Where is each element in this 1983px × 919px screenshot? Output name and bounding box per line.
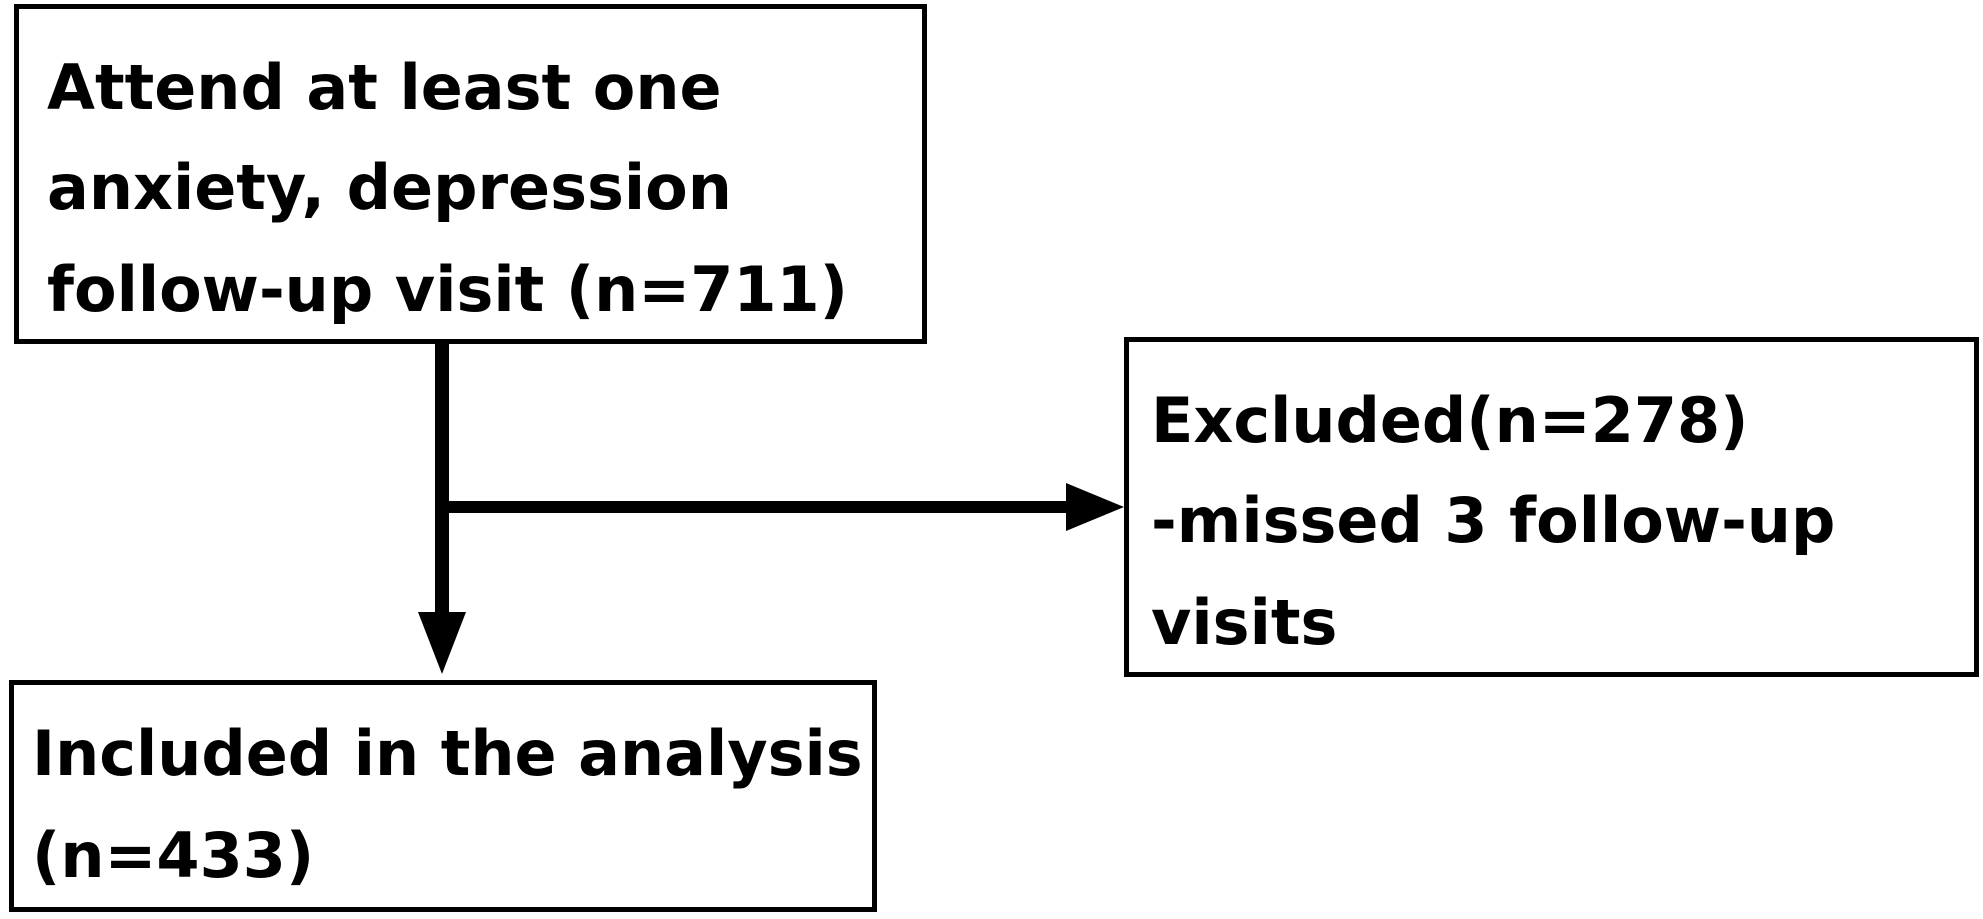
enrolled-text-line-3: follow-up visit (n=711) [47, 253, 849, 326]
included-text-line-1: Included in the analysis [32, 717, 863, 790]
enrolled-box: Attend at least one anxiety, depression … [14, 4, 927, 344]
enrolled-text-line-2: anxiety, depression [47, 151, 732, 224]
excluded-text-line-3: visits [1151, 586, 1338, 659]
excluded-box: Excluded(n=278) -missed 3 follow-up visi… [1124, 337, 1979, 677]
included-text-line-2: (n=433) [32, 819, 315, 892]
excluded-text-line-1: Excluded(n=278) [1151, 384, 1749, 457]
included-box: Included in the analysis (n=433) [9, 680, 877, 912]
exclusion-branch-arrowhead [1066, 483, 1124, 531]
main-flow-arrowhead [418, 612, 466, 674]
excluded-text-line-2: -missed 3 follow-up [1151, 484, 1836, 557]
enrolled-text-line-1: Attend at least one [47, 51, 722, 124]
